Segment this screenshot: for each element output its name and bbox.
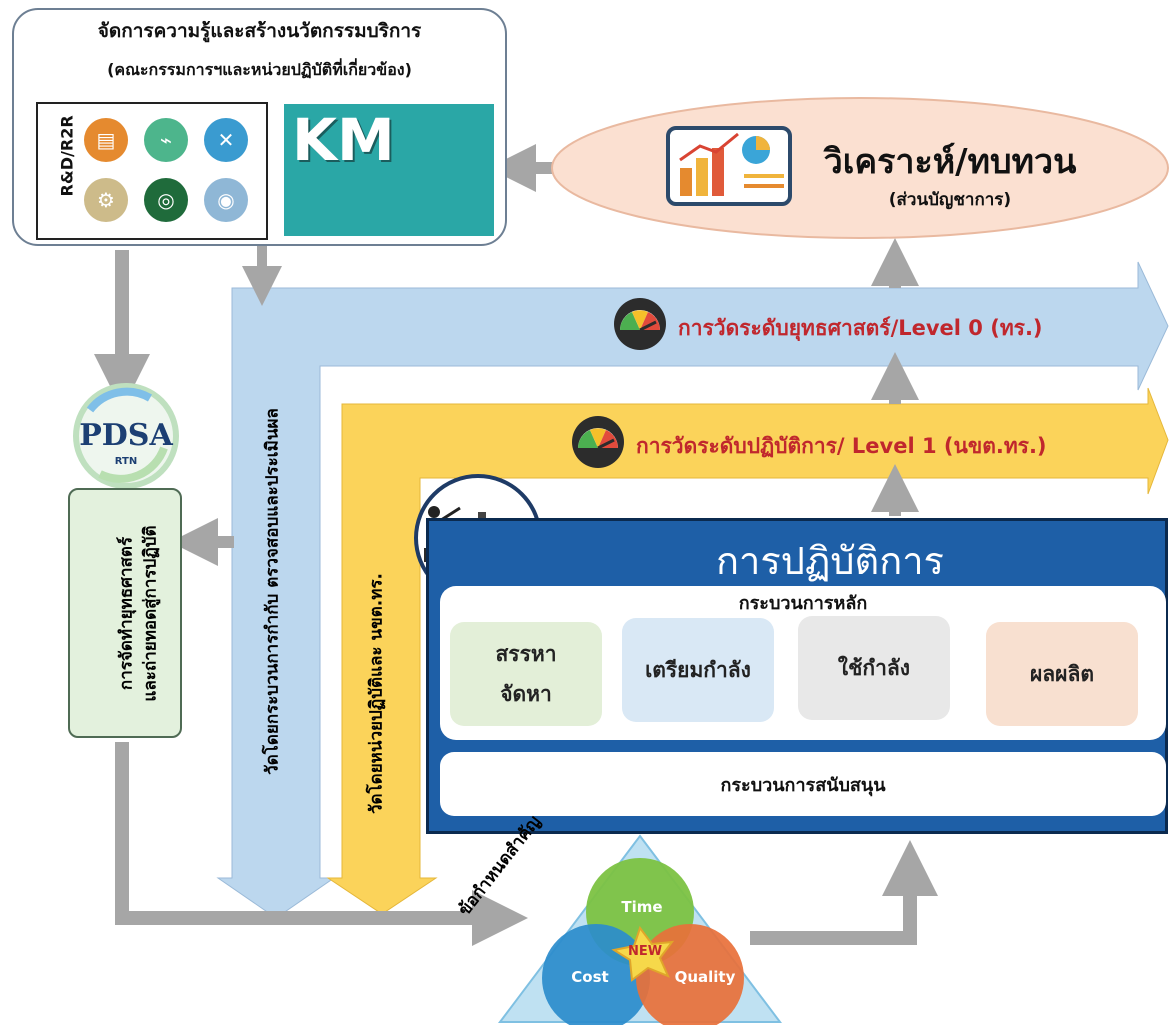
card-prepare-label: เตรียมกำลัง: [645, 658, 751, 682]
gears-icon: ⚙: [84, 178, 128, 222]
router-icon: ⌁: [144, 118, 188, 162]
card-output: ผลผลิต: [986, 622, 1138, 726]
km-panel-title: จัดการความรู้และสร้างนวัตกรรมบริการ: [97, 20, 422, 42]
radar-icon: ◎: [144, 178, 188, 222]
card-recruit: สรรหาจัดหา: [450, 622, 602, 726]
time-label: Time: [621, 898, 663, 916]
requirements-venn: [497, 834, 783, 1025]
card-recruit-line1: สรรหา: [495, 642, 557, 666]
quality-label: Quality: [674, 968, 736, 986]
pdsa-line2: และถ่ายทอดสู่การปฏิบัติ: [140, 525, 161, 702]
support-process-label: กระบวนการสนับสนุน: [720, 775, 886, 796]
km-label: KM: [292, 106, 395, 174]
level0-label: การวัดระดับยุทธศาสตร์/Level 0 (ทร.): [678, 316, 1043, 340]
km-image: [284, 104, 494, 236]
card-deploy-label: ใช้กำลัง: [837, 656, 911, 680]
pdsa-line1: การจัดทำยุทธศาสตร์: [116, 536, 137, 691]
level1-label: การวัดระดับปฏิบัติการ/ Level 1 (นขต.ทร.): [636, 434, 1047, 458]
memory-card-icon: ▤: [84, 118, 128, 162]
arrow-requirements-to-ops: [750, 840, 938, 945]
analysis-subtitle: (ส่วนบัญชาการ): [888, 190, 1012, 210]
rd-label: R&D/R2R: [57, 115, 77, 197]
analysis-title: วิเคราะห์/ทบทวน: [823, 142, 1077, 182]
arrow-pdsa-to-requirements: [115, 742, 528, 946]
support-process-box: [440, 752, 1166, 816]
strategic-measure-label: วัดโดยกระบวนการกำกับ ตรวจสอบและประเมินผล: [262, 408, 283, 775]
card-recruit-line2: จัดหา: [500, 682, 552, 706]
pdsa-logo: [73, 383, 179, 489]
camera-icon: ◉: [204, 178, 248, 222]
pdsa-logo-text: PDSA: [79, 418, 173, 453]
pdsa-logo-sub: RTN: [114, 456, 138, 467]
strategic-band: [216, 261, 1169, 919]
tools-icon: ✕: [204, 118, 248, 162]
core-process-title: กระบวนการหลัก: [738, 593, 868, 614]
level1-gauge-icon: [572, 416, 624, 468]
card-output-label: ผลผลิต: [1030, 662, 1094, 686]
pdsa-strategy-box: [68, 488, 182, 738]
km-panel-subtitle: (คณะกรรมการฯและหน่วยปฏิบัติที่เกี่ยวข้อง…: [107, 60, 412, 79]
cost-label: Cost: [571, 968, 609, 986]
card-prepare: เตรียมกำลัง: [622, 618, 774, 722]
operational-band: [326, 387, 1169, 915]
card-deploy: ใช้กำลัง: [798, 616, 950, 720]
level0-gauge-icon: [614, 298, 666, 350]
operations-title: การปฏิบัติการ: [716, 539, 944, 583]
operational-measure-label: วัดโดยหน่วยปฏิบัติและ นขต.ทร.: [366, 572, 387, 815]
new-badge: NEW: [627, 944, 663, 959]
